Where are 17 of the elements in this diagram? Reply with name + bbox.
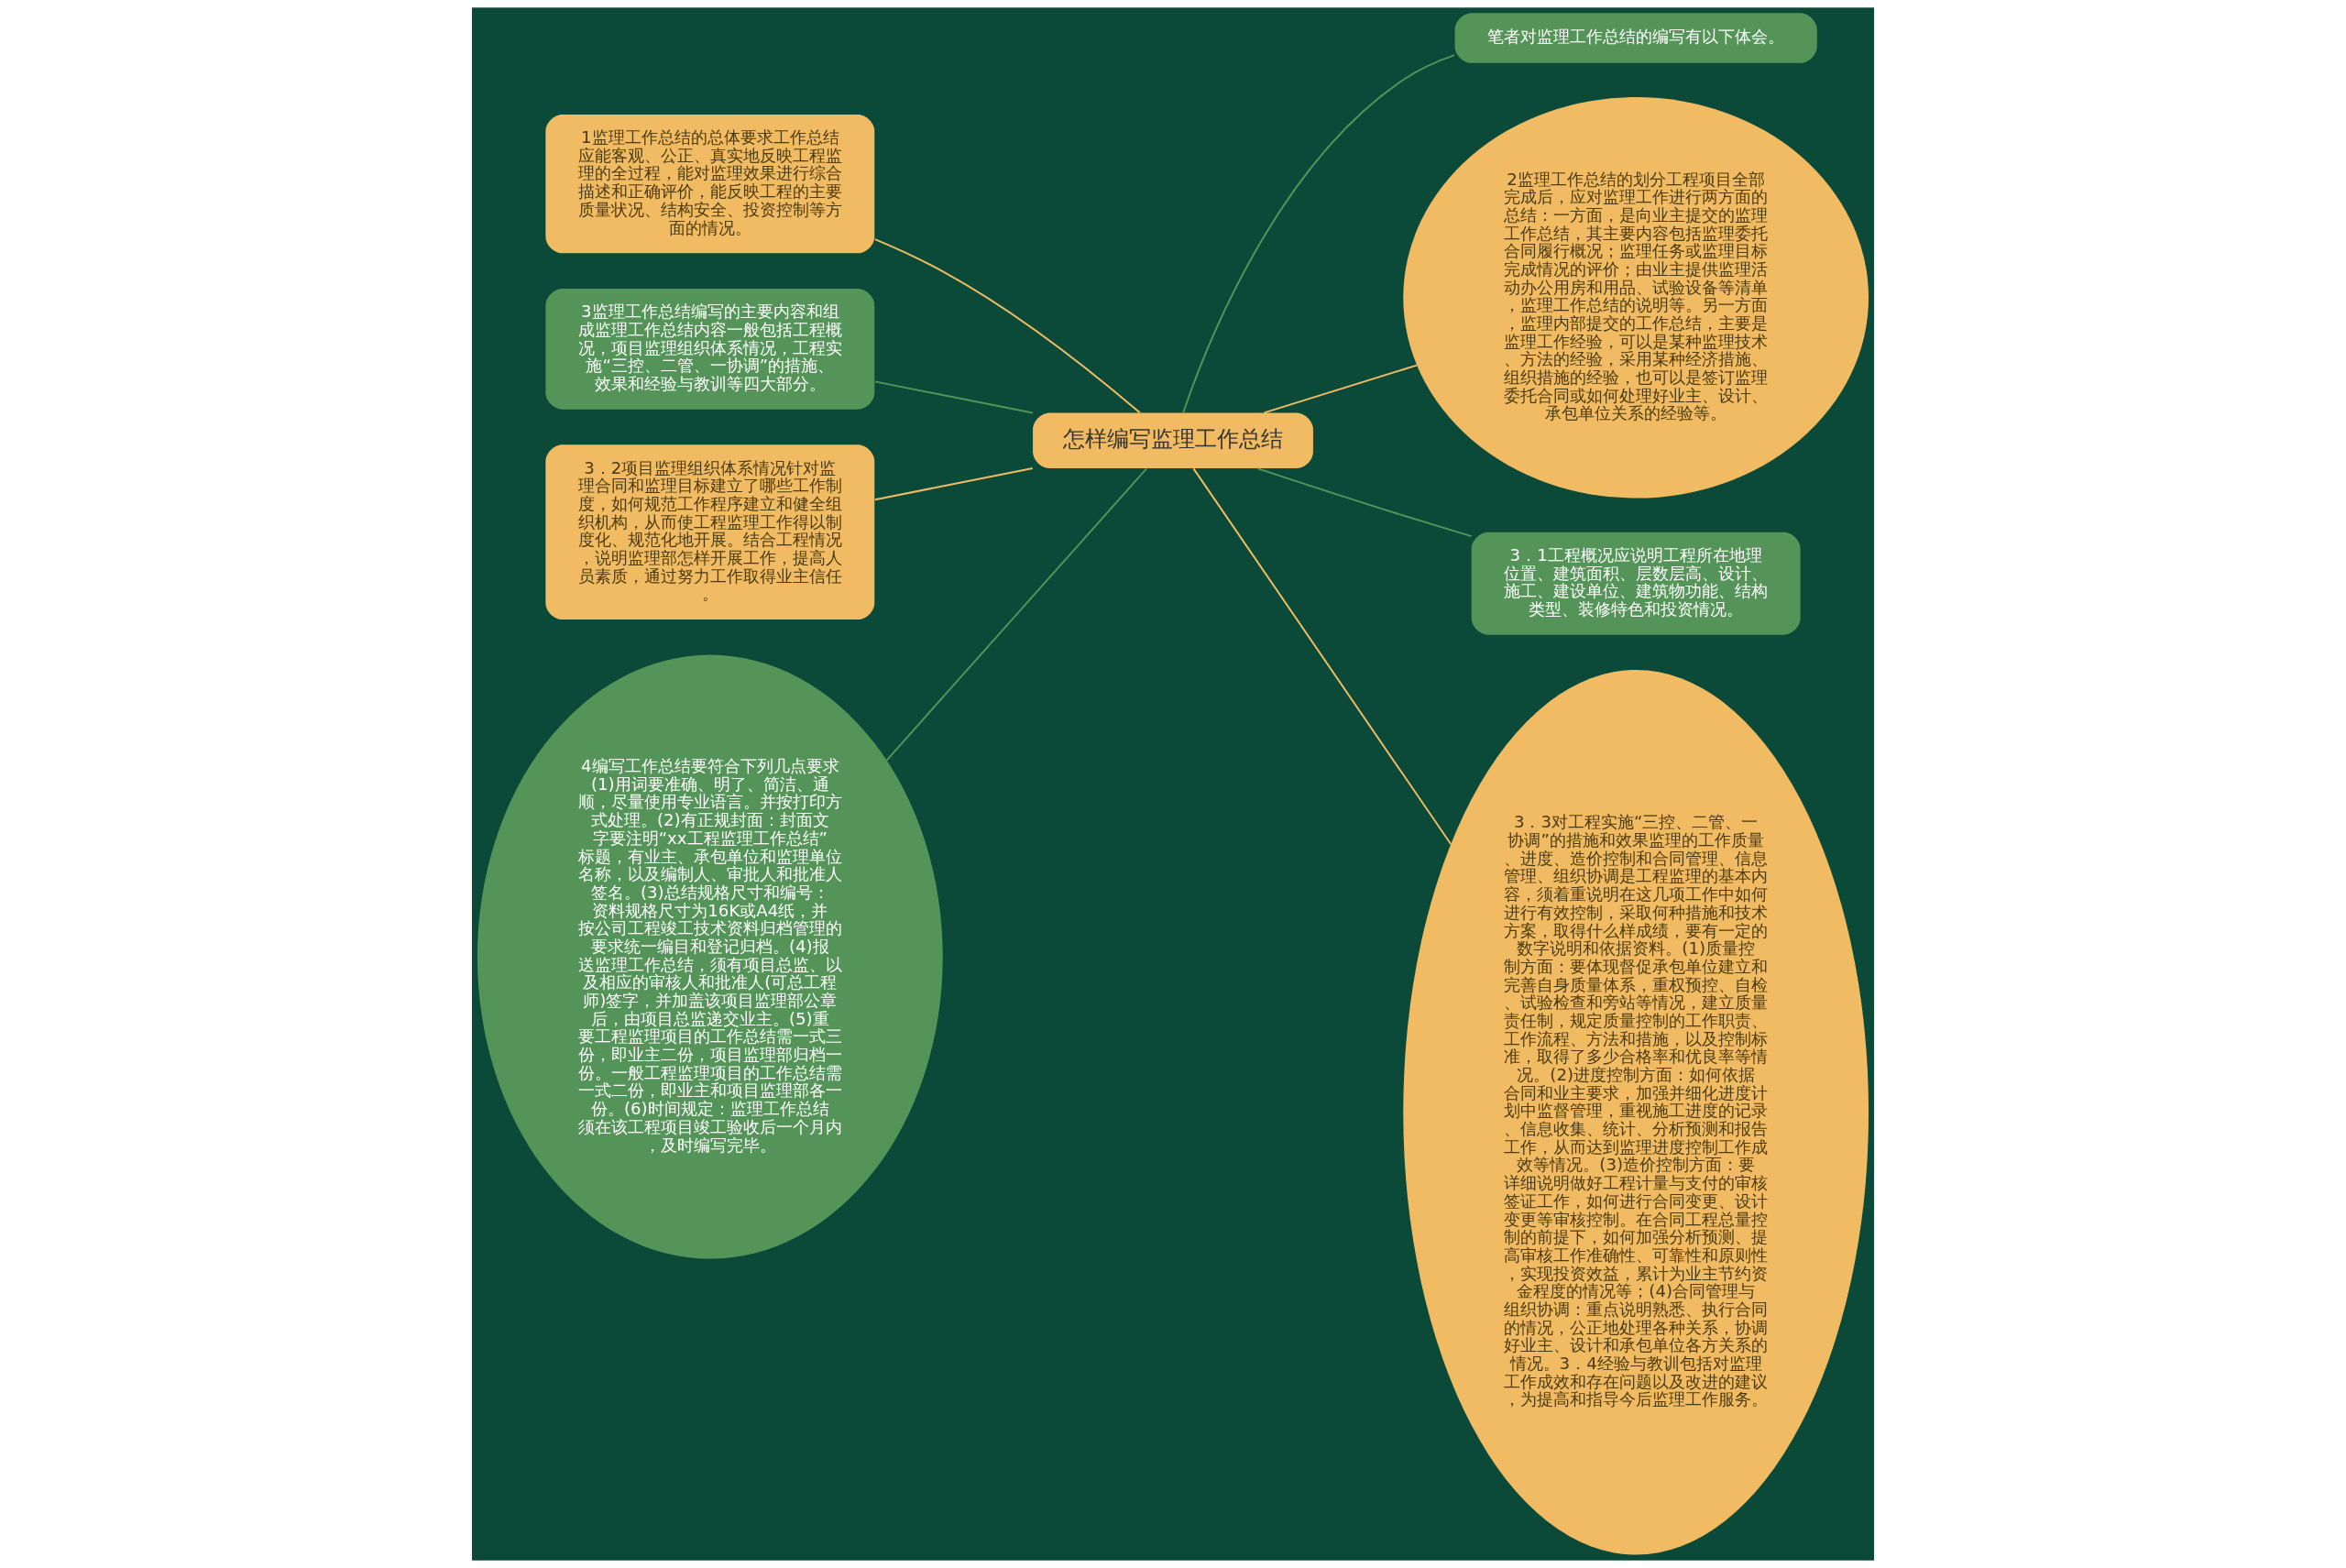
node-box: 怎样编写监理工作总结 (1033, 412, 1313, 469)
connector (1192, 467, 1453, 845)
connector (1182, 54, 1456, 414)
node-box: 3．2项目监理组织体系情况针对监理合同和监理目标建立了哪些工作制度，如何规范工作程序建立和健全组织机构，从而使工程监理工作得以制度化、规范化地开展。结合工程情况，说明监理部怎样开展工作，提高人员素质，通过努力工作取得业主信任。 (545, 444, 875, 620)
node-box: 3．1工程概况应说明工程所在地理位置、建筑面积、层数层高、设计、施工、建设单位、建筑物功能、结构类型、装修特色和投资情况。 (1471, 532, 1801, 635)
connector (1263, 364, 1418, 414)
connector (885, 467, 1148, 762)
connector (873, 380, 1034, 414)
node-box: 1监理工作总结的总体要求工作总结应能客观、公正、真实地反映工程监理的全过程，能对监理效果进行综合描述和正确评价，能反映工程的主要质量状况、结构安全、投资控制等方面的情况。 (545, 114, 875, 254)
connector (873, 466, 1034, 501)
node-ellipse: 4编写工作总结要符合下列几点要求(1)用词要准确、明了、简洁、通顺，尽量使用专业语言。并按打印方式处理。(2)有正规封面：封面文字要注明“xx工程监理工作总结”标题，有业主、承包单位和监理单位名称，以及编制人、审批人和批准人签名。(3)总结规格尺寸和编号：资料规格尺寸为16K或A4纸，并按公司工程竣工技术资料归档管理的要求统一编目和登记归档。(4)报送监理工作总结，须有项目总监、以及相应的审核人和批准人(可总工程师)签字，并加盖该项目监理部公章后，由项目总监递交业主。(5)重要工程监理项目的工作总结需一式三份，即业主二份，项目监理部归档一份。一般工程监理项目的工作总结需一式二份，即业主和项目监理部各一份。(6)时间规定：监理工作总结须在该工程项目竣工验收后一个月内，及时编写完毕。 (477, 654, 943, 1259)
node-ellipse: 2监理工作总结的划分工程项目全部完成后，应对监理工作进行两方面的总结：一方面，是向业主提交的监理工作总结，其主要内容包括监理委托合同履行概况；监理任务或监理目标完成情况的评价；由业主提供监理活动办公用房和用品、试验设备等清单，监理工作总结的说明等。另一方面，监理内部提交的工作总结，主要是监理工作经验，可以是某种监理技术、方法的经验，采用某种经济措施、组织措施的经验，也可以是签订监理委托合同或如何处理好业主、设计、承包单位关系的经验等。 (1403, 96, 1869, 499)
node-box: 3监理工作总结编写的主要内容和组成监理工作总结内容一般包括工程概况，项目监理组织体系情况，工程实施“三控、二管、一协调”的措施、效果和经验与教训等四大部分。 (545, 288, 875, 410)
node-ellipse: 3．3对工程实施“三控、二管、一协调”的措施和效果监理的工作质量、进度、造价控制和合同管理、信息管理、组织协调是工程监理的基本内容，须着重说明在这几项工作中如何进行有效控制，采取何种措施和技术方案，取得什么样成绩，要有一定的数字说明和依据资料。(1)质量控制方面：要体现督促承包单位建立和完善自身质量体系，重权预控、自检、试验检查和旁站等情况，建立质量责任制，规定质量控制的工作职责、工作流程、方法和措施，以及控制标准，取得了多少合格率和优良率等情况。(2)进度控制方面：如何依据合同和业主要求，加强并细化进度计划中监督管理，重视施工进度的记录、信息收集、统计、分析预测和报告工作，从而达到监理进度控制工作成效等情况。(3)造价控制方面：要详细说明做好工程计量与支付的审核签证工作，如何进行合同变更、设计变更等审核控制。在合同工程总量控制的前提下，如何加强分析预测、提高审核工作准确性、可靠性和原则性，实现投资效益，累计为业主节约资金程度的情况等；(4)合同管理与组织协调：重点说明熟悉、执行合同的情况，公正地处理各种关系，协调好业主、设计和承包单位各方关系的情况。3．4经验与教训包括对监理工作成效和存在问题以及改进的建议，为提高和指导今后监理工作服务。 (1403, 669, 1869, 1555)
node-box: 笔者对监理工作总结的编写有以下体会。 (1454, 13, 1817, 63)
connector (1256, 467, 1473, 538)
connector (873, 238, 1141, 414)
